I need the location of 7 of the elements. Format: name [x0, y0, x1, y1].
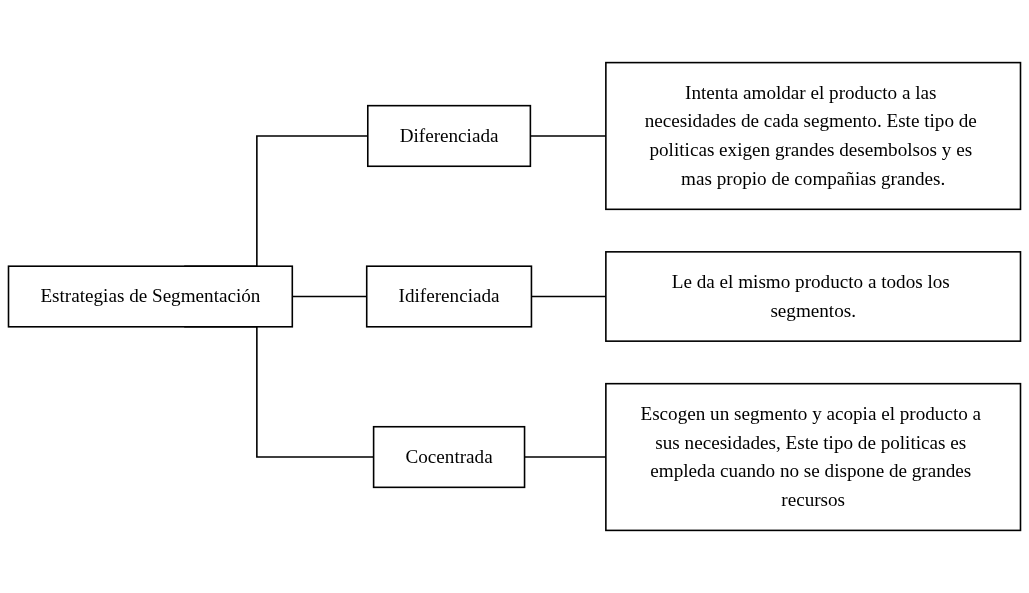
node-box: Idiferenciada [365, 265, 533, 328]
node-box: Escogen un segmento y acopia el producto a sus necesidades, Este tipo de politicas es empleda cuando no se dispone de grandes recursos [605, 382, 1022, 532]
node-box: Cocentrada [372, 425, 526, 489]
node-box: Estrategias de Segmentación [7, 265, 294, 328]
node-box: Intenta amoldar el producto a las necesidades de cada segmento. Este tipo de politicas exigen grandes desembolsos y es mas propio de compañias grandes. [605, 61, 1022, 211]
node-box: Le da el mismo producto a todos los segmentos. [605, 251, 1022, 342]
node-box: Diferenciada [367, 104, 532, 168]
